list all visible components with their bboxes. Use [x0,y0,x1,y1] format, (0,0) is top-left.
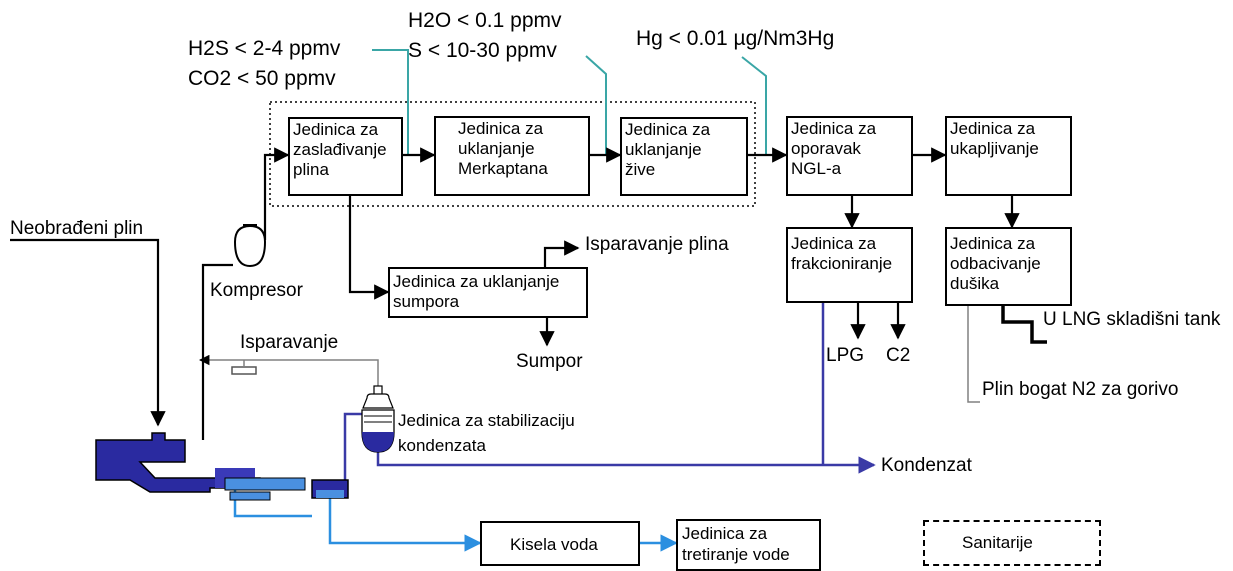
stabilization-label-2: kondenzata [398,436,486,455]
spec-mercury: Hg < 0.01 µg/Nm3Hg [636,27,835,50]
n2-fuel-label: Plin bogat N2 za gorivo [982,379,1179,400]
gas-evaporation-label: Isparavanje plina [585,234,729,255]
sulfur-output-label: Sumpor [516,351,583,372]
spec-h2s: H2S < 2-4 ppmv [188,37,341,60]
lng-tank-label: U LNG skladišni tank [1043,309,1221,330]
inlet-separator [95,432,349,501]
lng-tank-line [1001,306,1047,344]
lpg-label: LPG [826,345,865,366]
spec-co2: CO2 < 50 ppmv [188,67,336,90]
condensate-lines [343,303,876,488]
compressor-label: Kompresor [210,280,303,301]
spec-sulfur: S < 10-30 ppmv [408,39,557,62]
compressor-symbol [233,224,267,268]
sanitary-label: Sanitarije [962,533,1033,552]
evaporation-label: Isparavanje [240,332,339,353]
stabilization-label: Jedinica za stabilizaciju [398,411,575,430]
sour-water-unit: Kisela voda [480,521,640,566]
gray-lines [198,306,980,403]
gas-flow-lines [10,147,1020,440]
spec-h2o: H2O < 0.1 ppmv [408,9,562,32]
spec-leaders [372,49,767,155]
stabilization-column [361,385,395,453]
c2-label: C2 [886,345,911,366]
condensate-label: Kondenzat [881,455,972,476]
raw-gas-label: Neobrađeni plin [10,218,144,239]
sanitary-legend-box [923,520,1101,566]
